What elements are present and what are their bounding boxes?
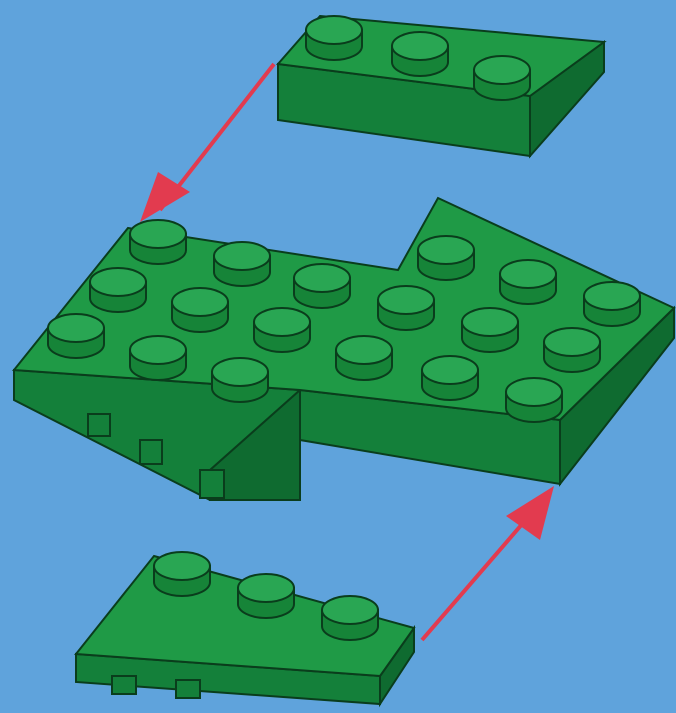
base-plate-clip-1 (88, 414, 110, 436)
base-plate-clip-2 (140, 440, 162, 464)
base-plate-stud-10 (378, 286, 434, 330)
base-plate-clip-3 (200, 470, 224, 498)
lower-wedge-clip-1 (112, 676, 136, 694)
base-plate-stud-3 (294, 264, 350, 308)
base-plate-stud-14 (130, 336, 186, 380)
base-plate-stud-1 (130, 220, 186, 264)
base-plate-stud-6 (584, 282, 640, 326)
base-plate-stud-18 (506, 378, 562, 422)
lower-wedge-stud-3 (322, 596, 378, 640)
base-plate-stud-7 (90, 268, 146, 312)
lower-wedge-clip-2 (176, 680, 200, 698)
base-plate-stud-11 (462, 308, 518, 352)
base-plate-stud-12 (544, 328, 600, 372)
lower-wedge-stud-1 (154, 552, 210, 596)
upper-wedge-stud-2 (392, 32, 448, 76)
base-plate-stud-4 (418, 236, 474, 280)
base-plate-stud-17 (422, 356, 478, 400)
base-plate-stud-13 (48, 314, 104, 358)
base-plate-stud-9 (254, 308, 310, 352)
base-plate-stud-15 (212, 358, 268, 402)
lower-wedge-stud-2 (238, 574, 294, 618)
base-plate-stud-16 (336, 336, 392, 380)
base-plate-stud-8 (172, 288, 228, 332)
base-plate-stud-2 (214, 242, 270, 286)
upper-wedge-stud-3 (474, 56, 530, 100)
base-plate-stud-5 (500, 260, 556, 304)
upper-wedge-stud-1 (306, 16, 362, 60)
